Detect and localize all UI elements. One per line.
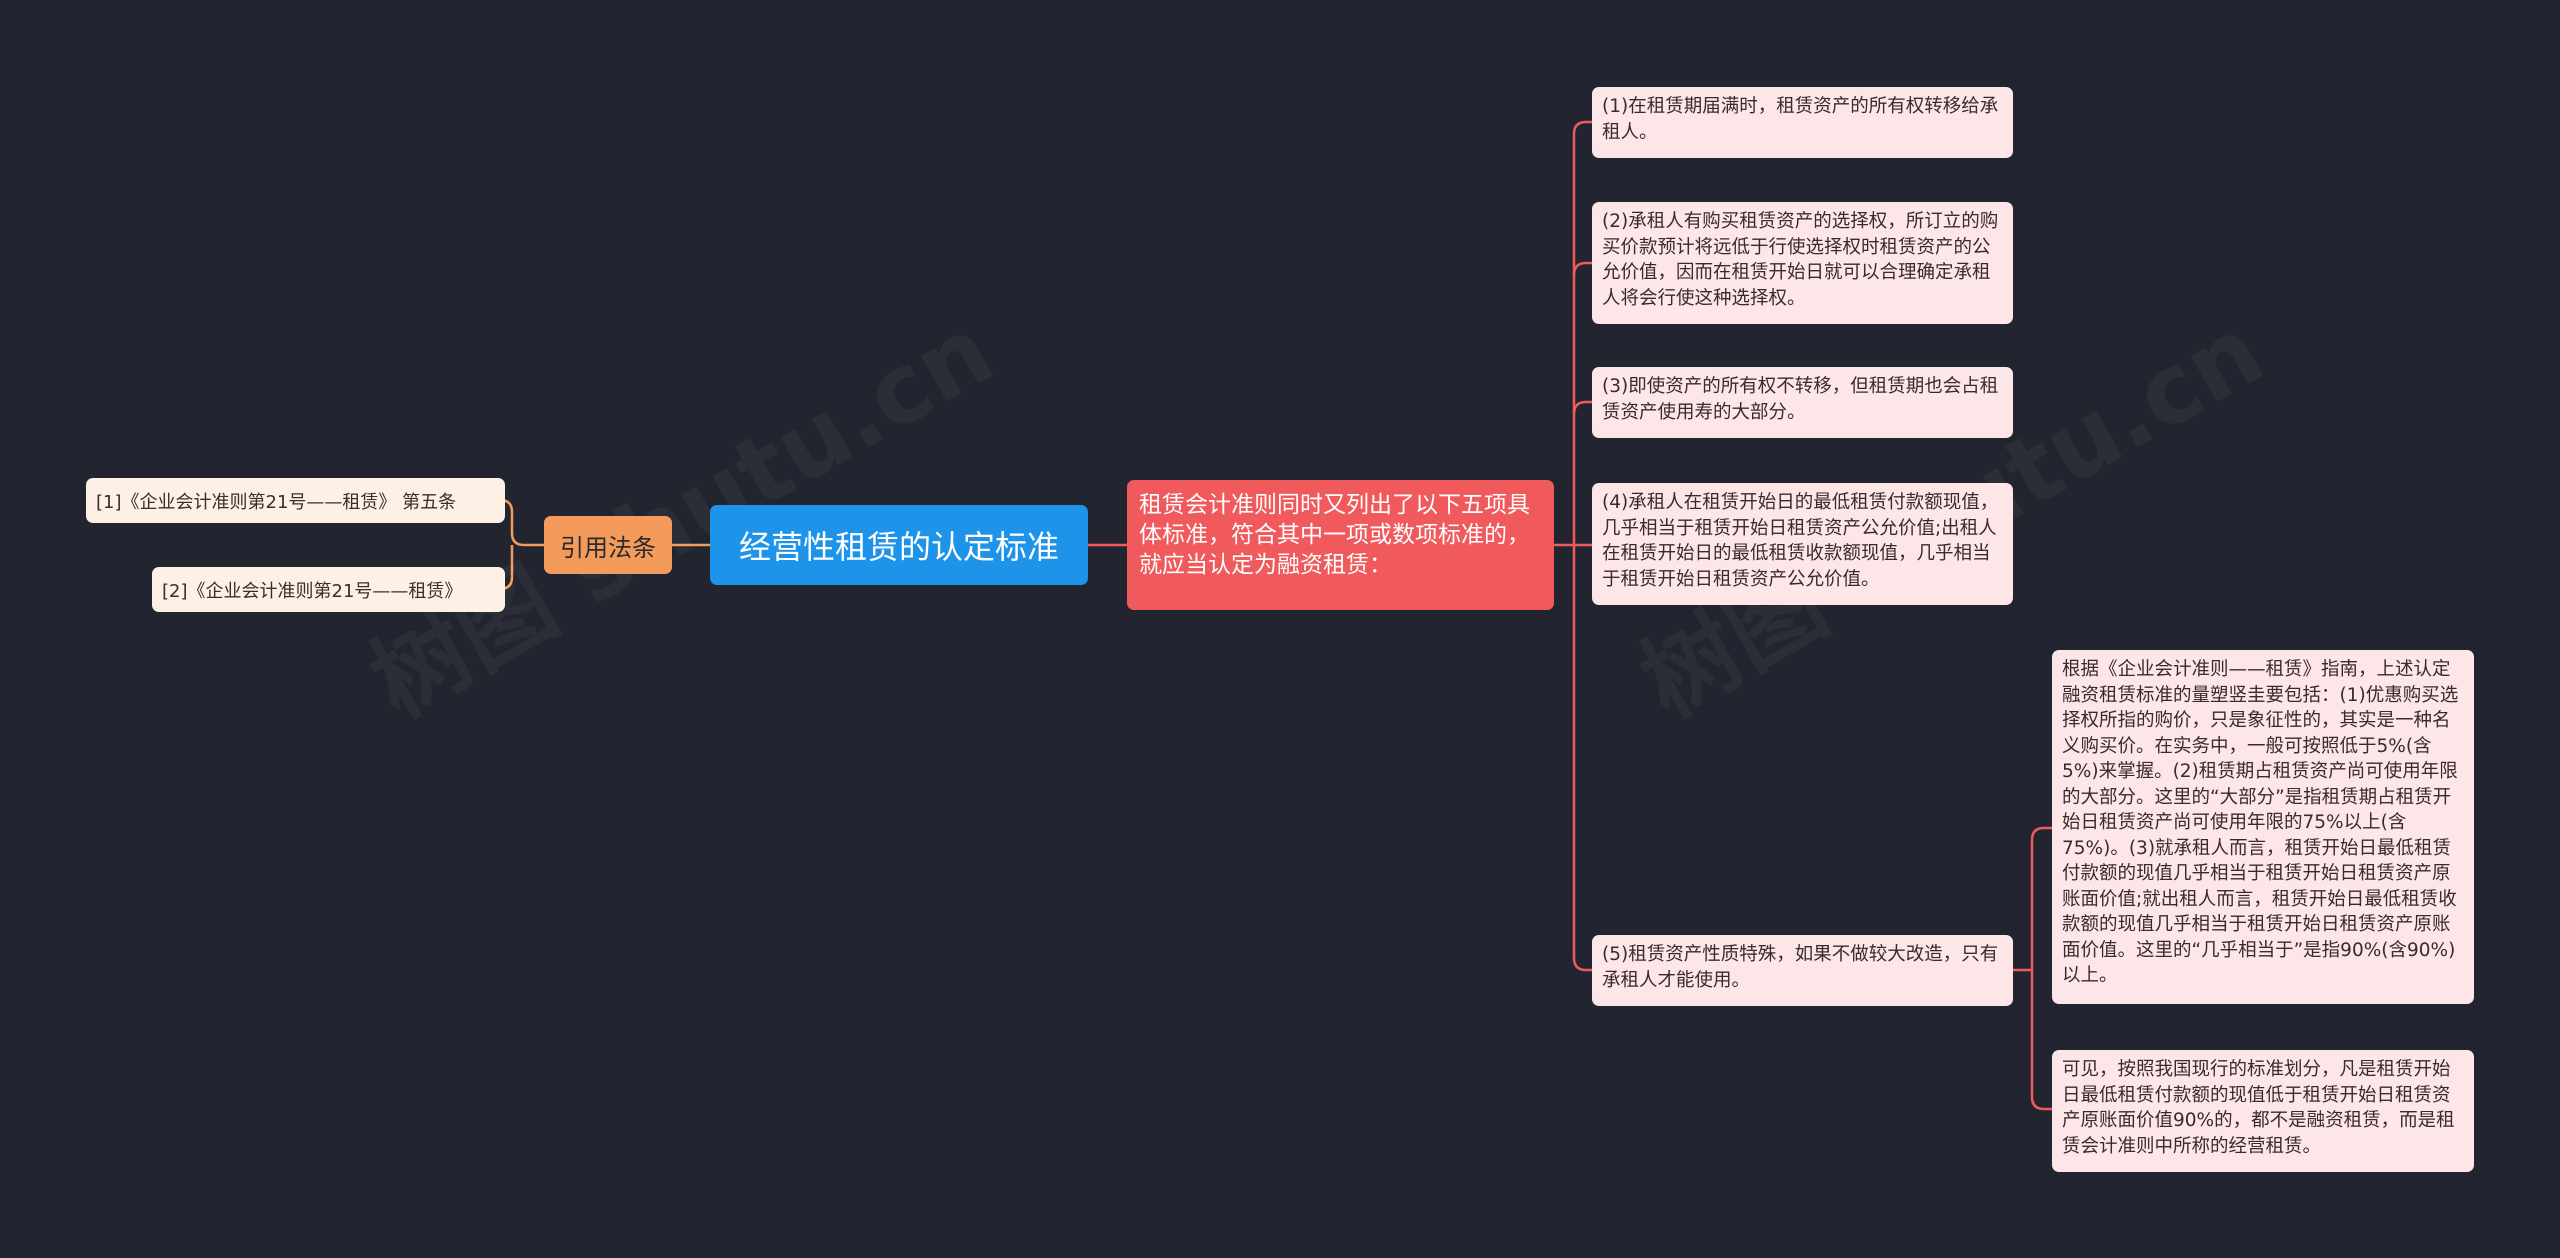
- guideline-note[interactable]: 根据《企业会计准则——租赁》指南，上述认定融资租赁标准的量塑竖圭要包括：(1)优…: [2052, 650, 2474, 1004]
- standard-item-1-text: (1)在租赁期届满时，租赁资产的所有权转移给承租人。: [1602, 96, 1999, 143]
- standard-item-2[interactable]: (2)承租人有购买租赁资产的选择权，所订立的购买价款预计将远低于行使选择权时租赁…: [1592, 202, 2013, 324]
- standard-item-5-text: (5)租赁资产性质特殊，如果不做较大改造，只有承租人才能使用。: [1602, 944, 1999, 991]
- standard-item-4-text: (4)承租人在租赁开始日的最低租赁付款额现值，几乎相当于租赁开始日租赁资产公允价…: [1602, 492, 1999, 590]
- link-sub2: [2030, 970, 2052, 1111]
- standard-item-4[interactable]: (4)承租人在租赁开始日的最低租赁付款额现值，几乎相当于租赁开始日租赁资产公允价…: [1592, 483, 2013, 605]
- cite-label: 引用法条: [560, 533, 656, 562]
- conclusion-note[interactable]: 可见，按照我国现行的标准划分，凡是租赁开始日最低租赁付款额的现值低于租赁开始日租…: [2052, 1050, 2474, 1172]
- standard-item-2-text: (2)承租人有购买租赁资产的选择权，所订立的购买价款预计将远低于行使选择权时租赁…: [1602, 211, 1999, 309]
- ref-item-2-text: [2]《企业会计准则第21号——租赁》: [162, 580, 463, 602]
- link-sub1: [2030, 826, 2052, 970]
- conclusion-note-text: 可见，按照我国现行的标准划分，凡是租赁开始日最低租赁付款额的现值低于租赁开始日租…: [2062, 1059, 2455, 1157]
- link-item1: [1572, 120, 1592, 545]
- link-item5: [1572, 545, 1592, 972]
- main-branch[interactable]: 租赁会计准则同时又列出了以下五项具体标准，符合其中一项或数项标准的，就应当认定为…: [1127, 480, 1554, 610]
- link-item3: [1572, 400, 1592, 415]
- main-branch-text: 租赁会计准则同时又列出了以下五项具体标准，符合其中一项或数项标准的，就应当认定为…: [1139, 492, 1530, 578]
- ref-item-2[interactable]: [2]《企业会计准则第21号——租赁》: [152, 567, 505, 612]
- cite-node[interactable]: 引用法条: [544, 516, 672, 574]
- standard-item-1[interactable]: (1)在租赁期届满时，租赁资产的所有权转移给承租人。: [1592, 87, 2013, 158]
- ref-item-1[interactable]: [1]《企业会计准则第21号——租赁》 第五条: [86, 478, 505, 523]
- link-item2: [1572, 261, 1592, 276]
- standard-item-3-text: (3)即使资产的所有权不转移，但租赁期也会占租赁资产使用寿的大部分。: [1602, 376, 1999, 423]
- link-cite-ref1: [499, 498, 544, 547]
- standard-item-3[interactable]: (3)即使资产的所有权不转移，但租赁期也会占租赁资产使用寿的大部分。: [1592, 367, 2013, 438]
- guideline-note-text: 根据《企业会计准则——租赁》指南，上述认定融资租赁标准的量塑竖圭要包括：(1)优…: [2062, 659, 2459, 986]
- standard-item-5[interactable]: (5)租赁资产性质特殊，如果不做较大改造，只有承租人才能使用。: [1592, 935, 2013, 1006]
- ref-item-1-text: [1]《企业会计准则第21号——租赁》 第五条: [96, 491, 457, 513]
- root-title: 经营性租赁的认定标准: [738, 528, 1059, 566]
- root-topic[interactable]: 经营性租赁的认定标准: [710, 505, 1088, 585]
